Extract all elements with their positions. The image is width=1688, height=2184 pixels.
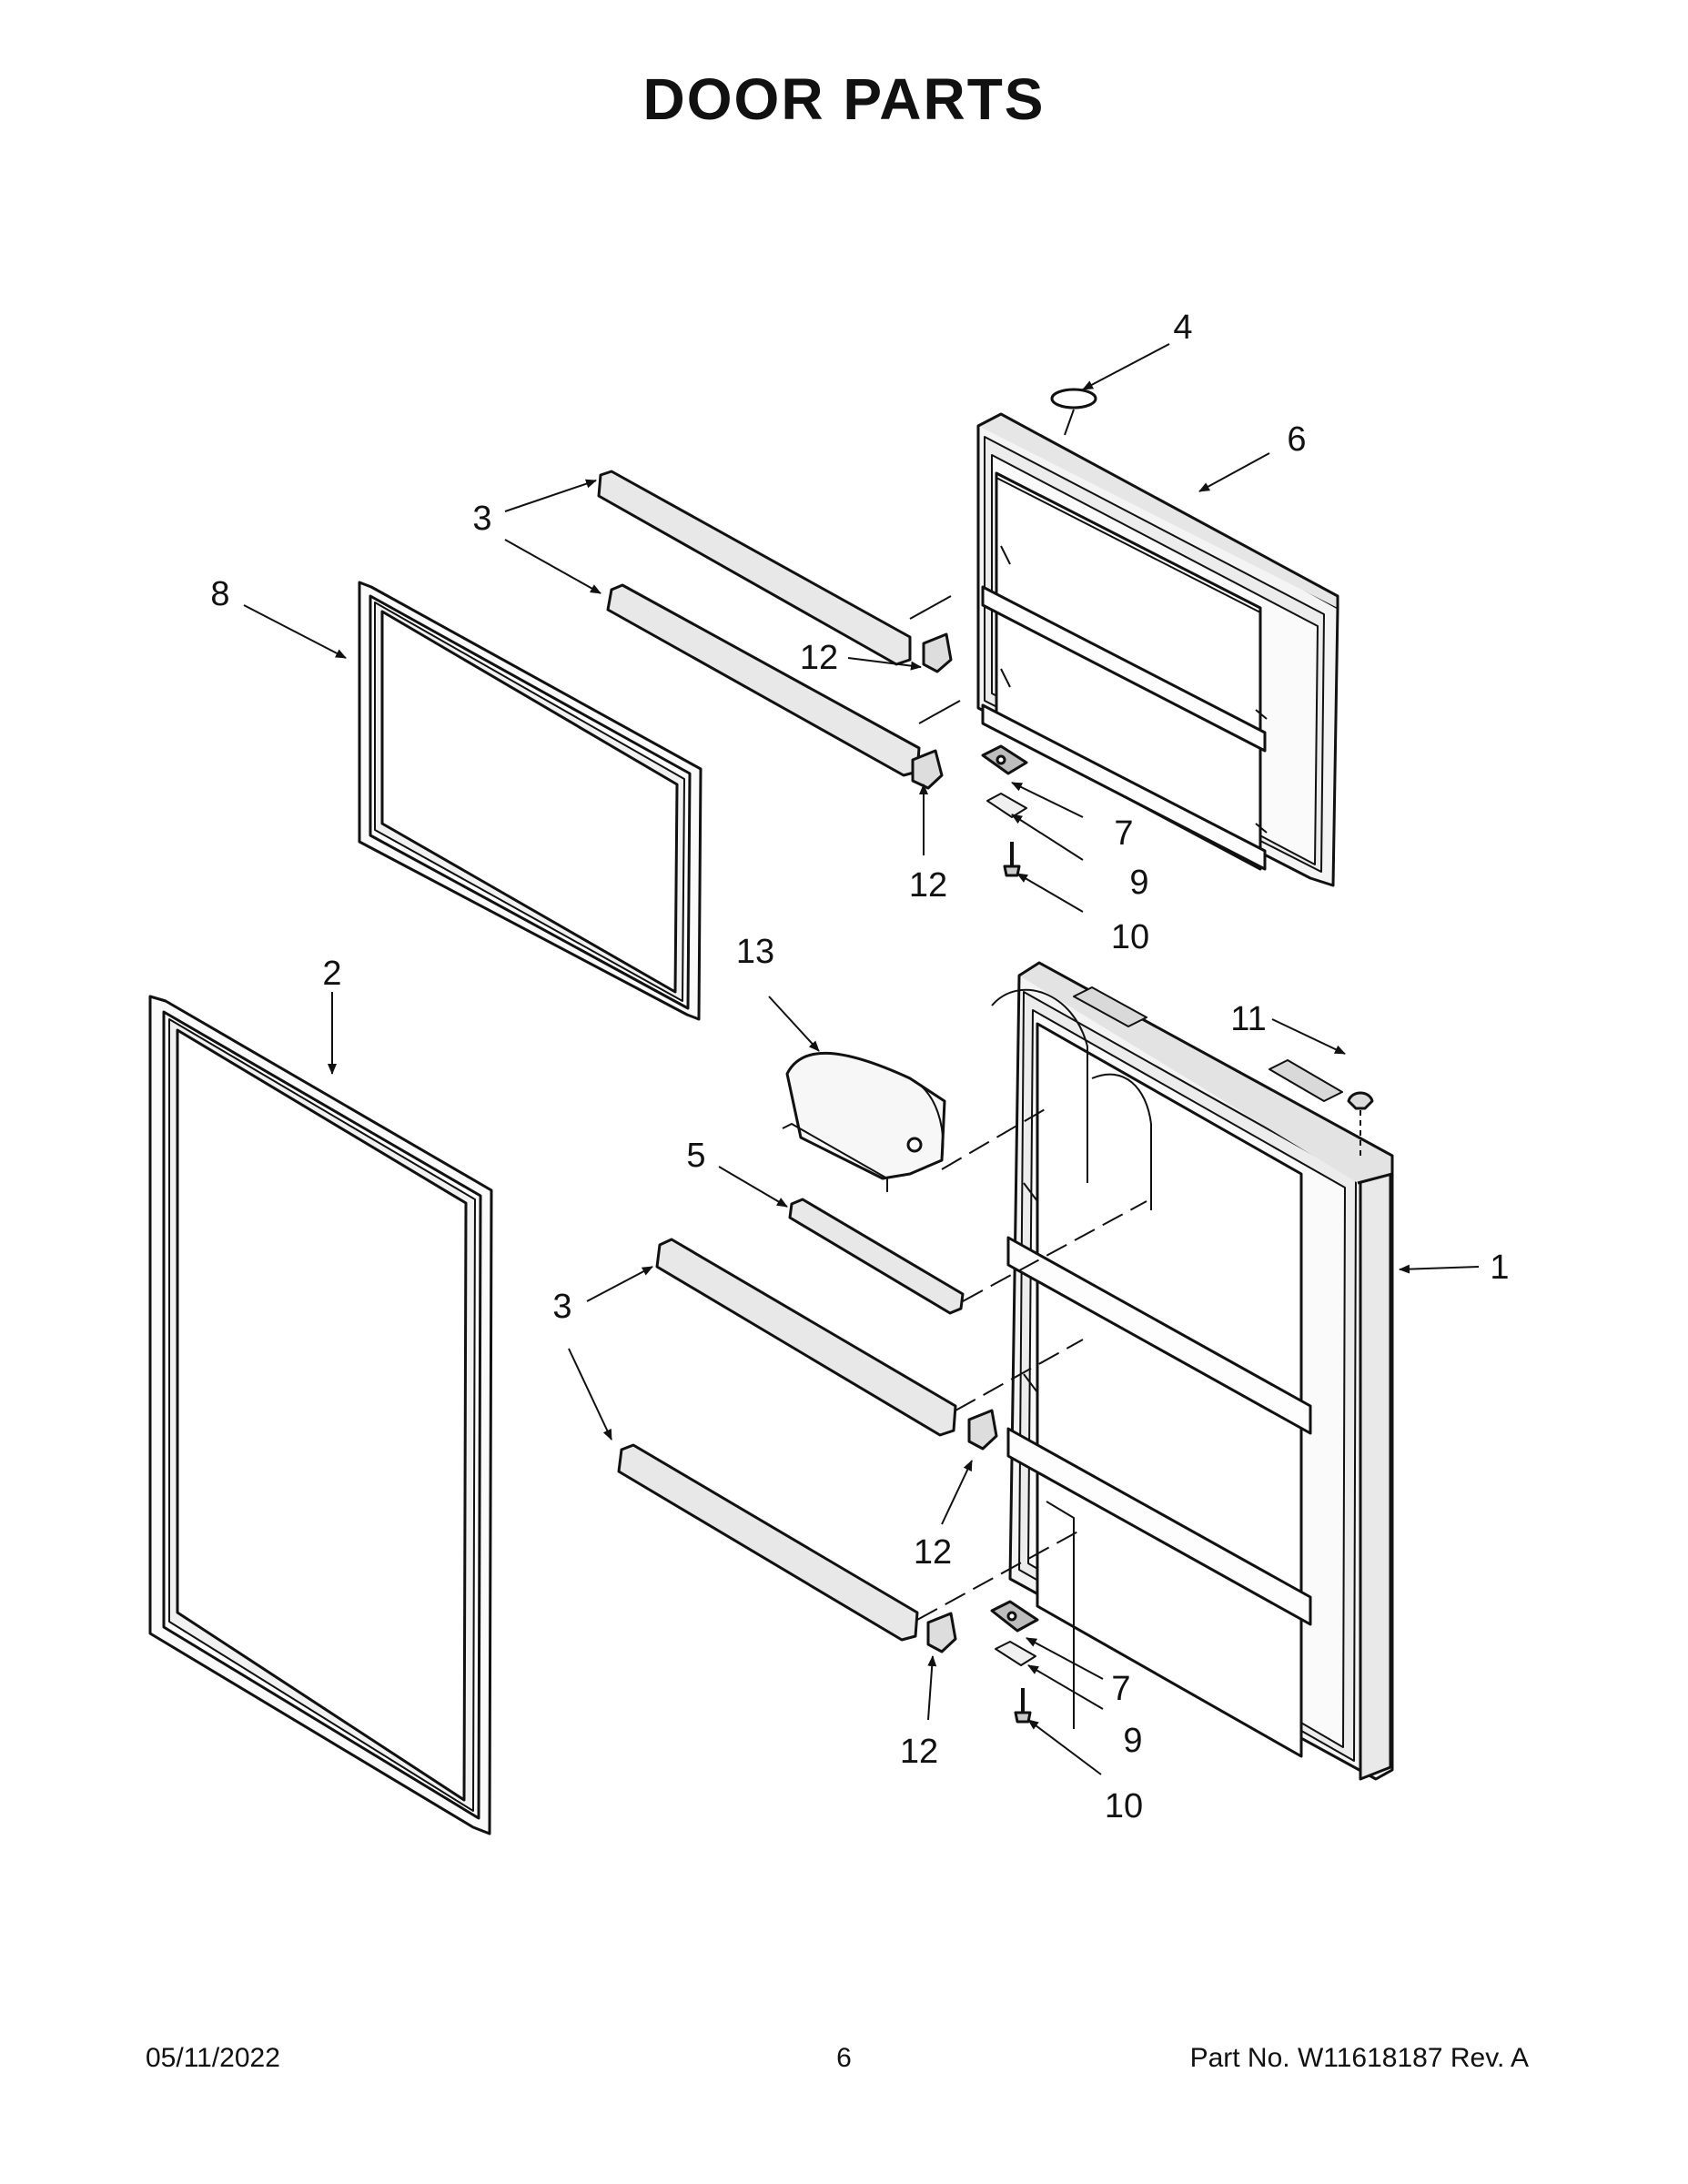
door-stop-clip-lower-a (967, 1409, 998, 1451)
hinge-shim-upper (986, 793, 1027, 818)
door-rail-lower-top (655, 1238, 957, 1437)
page-title: DOOR PARTS (642, 66, 1046, 132)
hinge-bracket-upper (981, 744, 1028, 775)
callout-6: 6 (1287, 420, 1306, 459)
fresh-food-gasket (148, 995, 493, 1835)
callout-9-upper: 9 (1129, 864, 1148, 902)
callout-12-upper-a: 12 (800, 639, 838, 677)
door-trim (788, 1198, 965, 1315)
callout-labels: 4 6 3 8 12 12 7 9 10 13 2 11 5 1 3 12 7 … (210, 308, 1509, 1825)
callout-12-upper-b: 12 (909, 866, 947, 905)
hinge-screw-upper (1003, 842, 1021, 877)
callout-11: 11 (1230, 1000, 1266, 1038)
callout-12-lower-b: 12 (900, 1733, 938, 1771)
callout-10-upper: 10 (1111, 918, 1149, 956)
callout-9-lower: 9 (1123, 1722, 1142, 1760)
door-rail-upper-top (597, 470, 912, 666)
callout-3-lower: 3 (552, 1288, 571, 1326)
door-stop-clip-upper-b (911, 749, 944, 790)
callout-7-upper: 7 (1114, 814, 1133, 853)
door-rail-lower-bottom (617, 1443, 919, 1642)
footer-date: 05/11/2022 (146, 2043, 280, 2073)
spacer-washer (1050, 388, 1097, 410)
callout-12-lower-a: 12 (914, 1533, 952, 1572)
hinge-shim-lower (995, 1641, 1036, 1666)
door-stop-clip-lower-b (926, 1612, 957, 1653)
freezer-door (976, 412, 1339, 887)
leader-arrows (243, 343, 1480, 1775)
fresh-food-door (991, 961, 1394, 1781)
footer-page-number: 6 (836, 2043, 852, 2073)
door-stop-clip-upper-a (922, 632, 953, 673)
callout-8: 8 (210, 575, 229, 613)
footer-part-number: Part No. W11618187 Rev. A (1189, 2043, 1529, 2073)
hinge-screw-lower (1014, 1688, 1032, 1724)
freezer-gasket (358, 581, 702, 1021)
callout-13: 13 (736, 933, 774, 971)
dairy-door (782, 1051, 946, 1192)
callout-5: 5 (686, 1137, 705, 1175)
hinge-bracket-lower (990, 1600, 1039, 1633)
alignment-lines (909, 409, 1147, 1621)
callout-7-lower: 7 (1111, 1670, 1130, 1708)
callout-10-lower: 10 (1105, 1787, 1143, 1825)
hinge-cap (1347, 1091, 1374, 1160)
callout-4: 4 (1173, 308, 1192, 347)
callout-3-upper: 3 (472, 500, 491, 538)
callout-1: 1 (1490, 1249, 1509, 1287)
callout-2: 2 (322, 955, 341, 993)
